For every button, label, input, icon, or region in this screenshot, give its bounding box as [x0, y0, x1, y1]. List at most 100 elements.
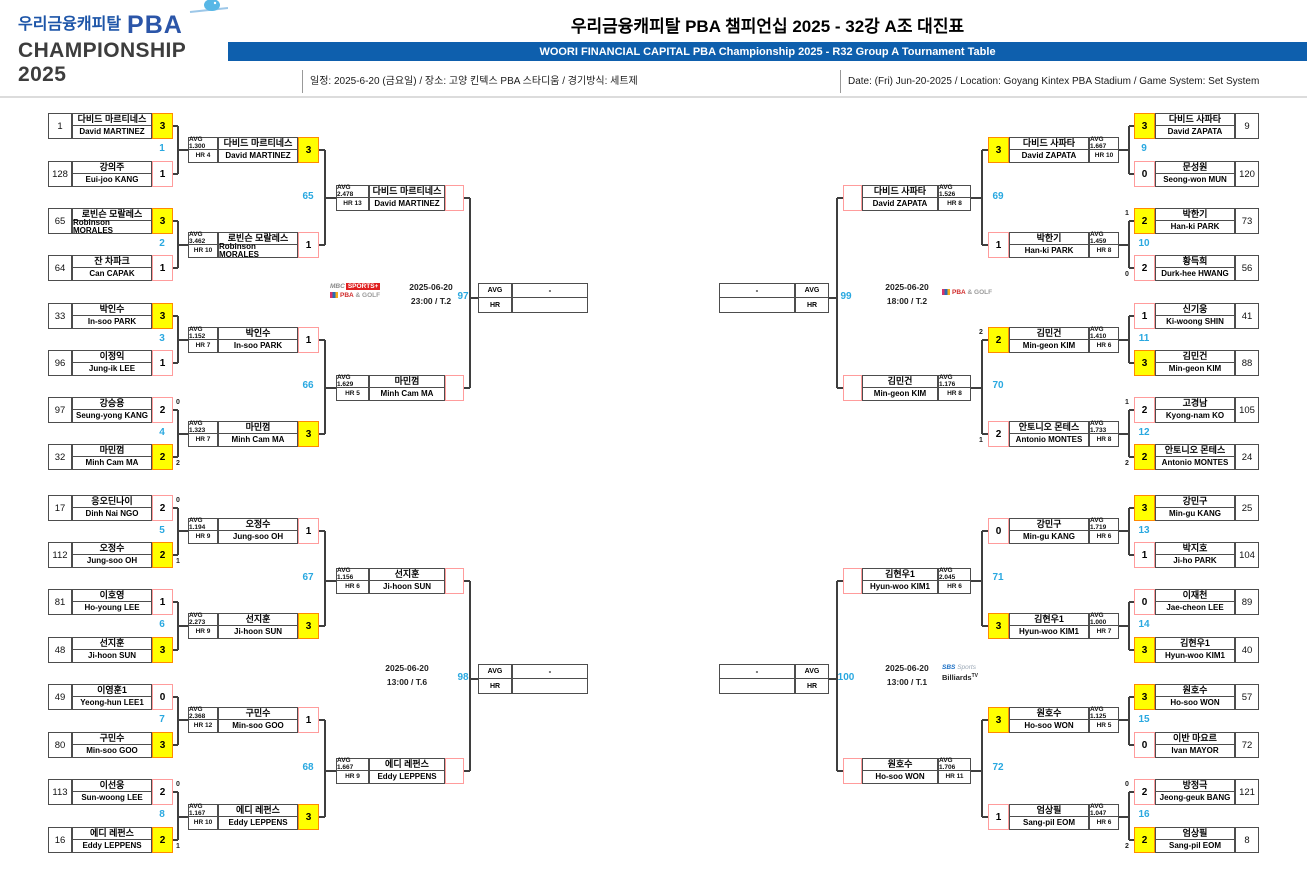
bracket-line: [178, 625, 188, 627]
player-name-box-row2: Kyong-nam KO: [1165, 411, 1225, 420]
avg-hr-box-row2: HR 10: [193, 818, 213, 826]
player-name-box-row2: Min-geon KIM: [1168, 364, 1222, 373]
bracket-line: [971, 197, 982, 199]
bracket-line: [981, 531, 983, 626]
match-number: 9: [1141, 143, 1147, 154]
sf-slot-value-row: [720, 298, 794, 312]
seed-box: 112: [48, 542, 72, 568]
seed-box: 113: [48, 779, 72, 805]
bracket-line: [1119, 149, 1129, 151]
player-name-box-row2: Ho-soo WON: [1170, 698, 1220, 707]
bracket-line: [319, 625, 325, 627]
score-box: [843, 758, 862, 784]
bracket-line: [173, 839, 178, 841]
bracket-line: [173, 315, 178, 317]
player-name-box-row2: David MARTINEZ: [79, 127, 145, 136]
player-name-box-row2: Ivan MAYOR: [1171, 746, 1219, 755]
score-box: 1: [152, 255, 173, 281]
player-name-box-row1: 황득희: [1156, 256, 1234, 268]
tiebreak-score: 0: [1125, 271, 1129, 278]
player-name-box-row1: 다비드 사파타: [1010, 138, 1088, 150]
player-name-box-row1: 에디 레펀스: [73, 828, 151, 840]
match-number: 14: [1138, 619, 1150, 630]
sf-slot-value: -: [719, 283, 795, 313]
sf-slot-label-row: HR: [489, 682, 501, 690]
avg-hr-box-row1: AVG 1.667: [337, 757, 368, 771]
score-box: 0: [1134, 589, 1155, 615]
seed-box: 1: [48, 113, 72, 139]
player-name-box-row1: 김현우1: [1156, 638, 1234, 650]
avg-hr-box-row1: AVG 3.462: [189, 231, 217, 245]
bracket-line: [325, 197, 336, 199]
logo-pba-text: PBA: [127, 11, 183, 39]
bracket-line: [837, 197, 843, 199]
player-name-box-row1: 로빈슨 모랄레스: [73, 209, 151, 221]
bracket-line: [173, 554, 178, 556]
bracket-line: [319, 433, 325, 435]
avg-hr-box-row2: HR 13: [343, 199, 362, 207]
bracket-line: [1128, 126, 1130, 174]
sf-slot-label-row: AVG: [796, 665, 828, 679]
score-box: [843, 375, 862, 401]
player-name-box-row1: 응오딘나이: [73, 496, 151, 508]
bracket-line: [1119, 816, 1129, 818]
score-box: 1: [1134, 542, 1155, 568]
match-number: 11: [1138, 332, 1150, 344]
player-name-box-row2: David ZAPATA: [1167, 127, 1223, 136]
avg-hr-box-row2: HR 9: [195, 627, 211, 635]
tiebreak-score: 1: [176, 843, 180, 850]
bracket-line: [319, 244, 325, 246]
match-number: 98: [457, 672, 469, 683]
score-box: 1: [988, 804, 1009, 830]
bracket-line: [981, 340, 983, 434]
tiebreak-score: 0: [176, 781, 180, 788]
player-name-box-row1: 이반 마요르: [1156, 733, 1234, 745]
player-name-box-row2: In-soo PARK: [233, 341, 283, 350]
bracket-line: [173, 601, 178, 603]
score-box: 3: [152, 113, 173, 139]
bracket-line: [324, 531, 326, 626]
seed-box: 8: [1235, 827, 1259, 853]
bracket-line: [829, 297, 837, 299]
sf-slot-value: -: [512, 664, 588, 694]
score-box: 3: [298, 137, 319, 163]
bracket-line: [1128, 602, 1130, 650]
match-number: 66: [302, 380, 314, 391]
player-name-box-row2: Hyun-woo KIM1: [1019, 627, 1079, 636]
bracket-line: [178, 816, 188, 818]
player-name-box-row2: Sang-pil EOM: [1023, 818, 1075, 827]
player-name-box-row1: 선지훈: [219, 614, 297, 626]
bracket-line: [1128, 508, 1130, 555]
player-name-box-row2: Seong-won MUN: [1163, 175, 1227, 184]
avg-hr-box-row2: HR 6: [1096, 818, 1112, 826]
player-name-box-row1: 강승용: [73, 398, 151, 410]
sf-slot-label-row: HR: [806, 301, 818, 309]
score-box: 3: [988, 613, 1009, 639]
avg-hr-box-row1: AVG 1.194: [189, 517, 217, 531]
avg-hr-box-row1: AVG 2.368: [189, 706, 217, 720]
score-box: [843, 568, 862, 594]
seed-box: 88: [1235, 350, 1259, 376]
seed-box: 41: [1235, 303, 1259, 329]
sf-slot-label: AVG HR: [478, 664, 512, 694]
sf-slot-label: AVG HR: [795, 664, 829, 694]
avg-hr-box-row2: HR 9: [195, 532, 211, 540]
bracket-line: [173, 173, 178, 175]
score-box: 3: [298, 613, 319, 639]
seed-box: 40: [1235, 637, 1259, 663]
sf-slot-label-row: HR: [806, 682, 818, 690]
sf-slot-label-row: AVG: [479, 665, 511, 679]
match-datetime-line: 2025-06-20: [385, 663, 429, 673]
score-box: 1: [152, 350, 173, 376]
